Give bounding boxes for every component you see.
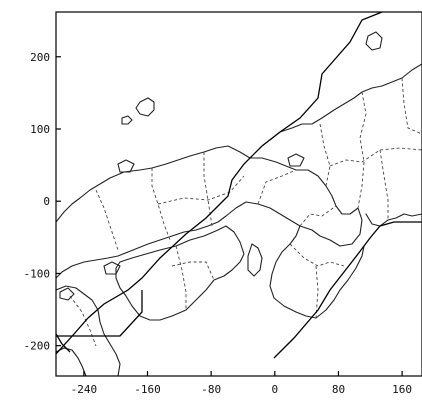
coastline-kii (269, 225, 365, 319)
prefecture-border-14 (289, 243, 345, 267)
plot-frame (55, 11, 422, 377)
prefecture-border-13 (175, 245, 187, 310)
x-tick-label: -160 (134, 383, 161, 396)
y-axis: 200 100 0 -100 -200 (24, 51, 61, 353)
coastline-islet-2 (287, 153, 305, 167)
coastline-kyushu-south (56, 347, 87, 376)
coastline-islet-3 (103, 261, 121, 275)
prefecture-border-5 (257, 169, 297, 205)
coastline-kyushu (56, 285, 121, 376)
coastline-oki-island (135, 97, 155, 117)
x-tick-label: 80 (332, 383, 345, 396)
prefecture-border-10 (379, 149, 389, 220)
y-tick-label: -200 (24, 340, 51, 353)
coastline-honshu-west (56, 145, 363, 279)
y-tick-label: 200 (30, 51, 50, 64)
map-layer (56, 12, 422, 376)
x-axis: -240 -160 -80 0 80 160 (71, 371, 412, 396)
x-tick-label: -80 (201, 383, 221, 396)
x-tick-label: 0 (271, 383, 278, 396)
prefecture-border-3 (203, 152, 213, 227)
y-tick-label: -100 (24, 267, 51, 280)
coastline-oki-islet (121, 115, 133, 125)
prefecture-border-11 (401, 77, 422, 135)
coastline-sado (365, 31, 383, 51)
x-tick-label: -240 (71, 383, 98, 396)
prefecture-border-7 (319, 123, 331, 187)
route-line-east-boundary (273, 221, 422, 359)
coastline-honshu-north (269, 63, 422, 141)
prefecture-border-9 (329, 147, 422, 167)
y-tick-label: 0 (43, 195, 50, 208)
route-line-kyushu-box (56, 290, 143, 337)
prefecture-border-15 (315, 265, 319, 319)
prefecture-border-2 (151, 168, 171, 241)
coastline-shikoku (115, 225, 245, 321)
coastline-tokyo-area (365, 213, 422, 227)
prefecture-border-6 (299, 205, 337, 227)
prefecture-border-16 (69, 295, 97, 347)
prefecture-border-1 (95, 189, 119, 251)
coastline-awaji (247, 243, 263, 277)
y-tick-label: 100 (30, 123, 50, 136)
prefecture-border-4 (157, 175, 245, 205)
coastline-islet-1 (117, 159, 135, 173)
prefecture-border-8 (357, 91, 367, 209)
route-line-kyushu-lower (56, 333, 71, 353)
route-line-main (56, 12, 383, 355)
prefecture-border-12 (171, 261, 215, 281)
x-tick-label: 160 (392, 383, 412, 396)
